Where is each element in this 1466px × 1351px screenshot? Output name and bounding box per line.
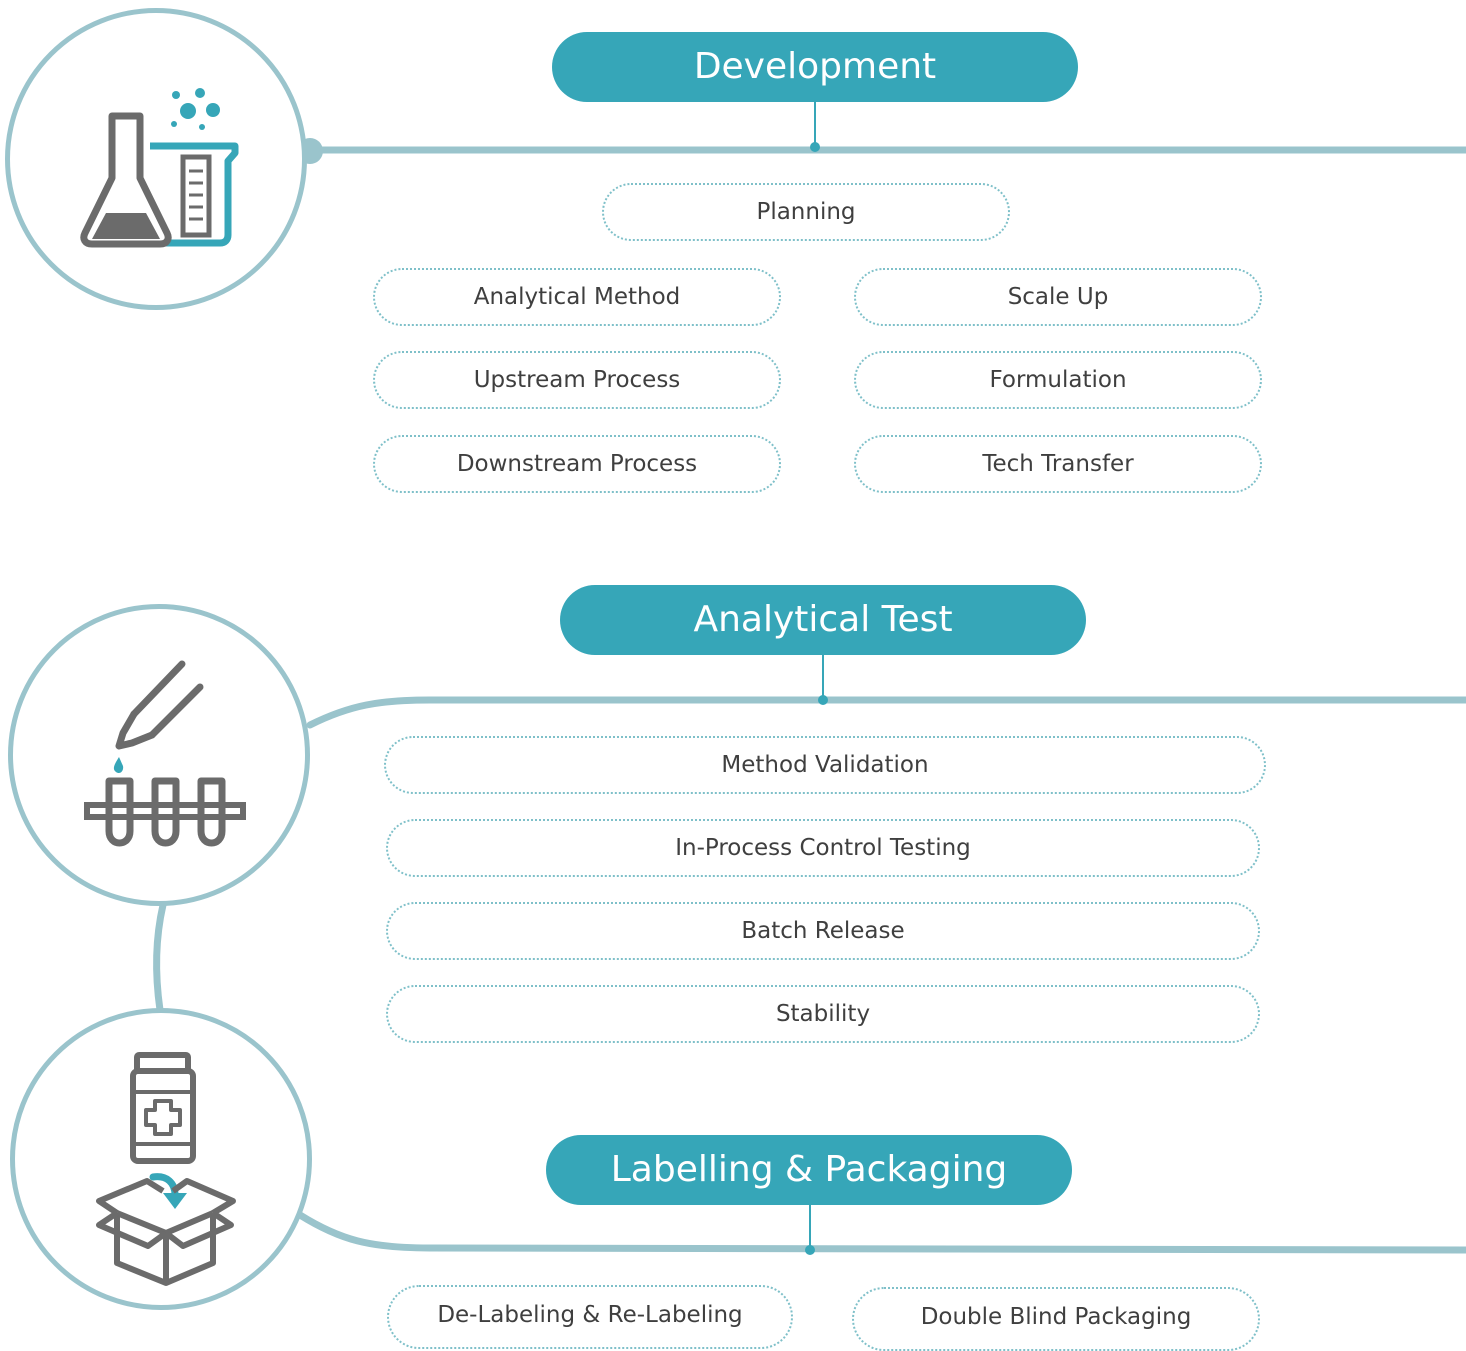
item-analytical-method[interactable]: Analytical Method <box>373 268 781 326</box>
item-tech-transfer[interactable]: Tech Transfer <box>854 435 1262 493</box>
packaging-timeline-line <box>296 1211 1466 1254</box>
development-stem-dot <box>810 142 820 152</box>
lab-flask-beaker-icon <box>80 88 239 248</box>
item-downstream-process[interactable]: Downstream Process <box>373 435 781 493</box>
item-batch-release[interactable]: Batch Release <box>386 902 1260 960</box>
item-double-blind-packaging[interactable]: Double Blind Packaging <box>852 1287 1260 1351</box>
item-upstream-process[interactable]: Upstream Process <box>373 351 781 409</box>
item-scale-up[interactable]: Scale Up <box>854 268 1262 326</box>
development-title: Development <box>552 32 1078 102</box>
analytical-icon-circle <box>8 604 310 906</box>
labelling-packaging-title: Labelling & Packaging <box>546 1135 1072 1205</box>
item-method-validation[interactable]: Method Validation <box>384 736 1266 794</box>
analytical-test-title: Analytical Test <box>560 585 1086 655</box>
item-planning[interactable]: Planning <box>602 183 1010 241</box>
vial-box-icon <box>96 1052 236 1286</box>
packaging-stem-dot <box>805 1245 815 1255</box>
pipette-test-tubes-icon <box>84 660 246 847</box>
item-de-labeling-re-labeling[interactable]: De-Labeling & Re-Labeling <box>387 1285 793 1349</box>
packaging-icon-circle <box>10 1008 312 1310</box>
item-in-process-control-testing[interactable]: In-Process Control Testing <box>386 819 1260 877</box>
item-stability[interactable]: Stability <box>386 985 1260 1043</box>
development-icon-circle <box>5 8 307 310</box>
analytical-timeline-line <box>306 696 1466 729</box>
circle-connector-line <box>153 901 167 1014</box>
item-formulation[interactable]: Formulation <box>854 351 1262 409</box>
analytical-stem-dot <box>818 695 828 705</box>
